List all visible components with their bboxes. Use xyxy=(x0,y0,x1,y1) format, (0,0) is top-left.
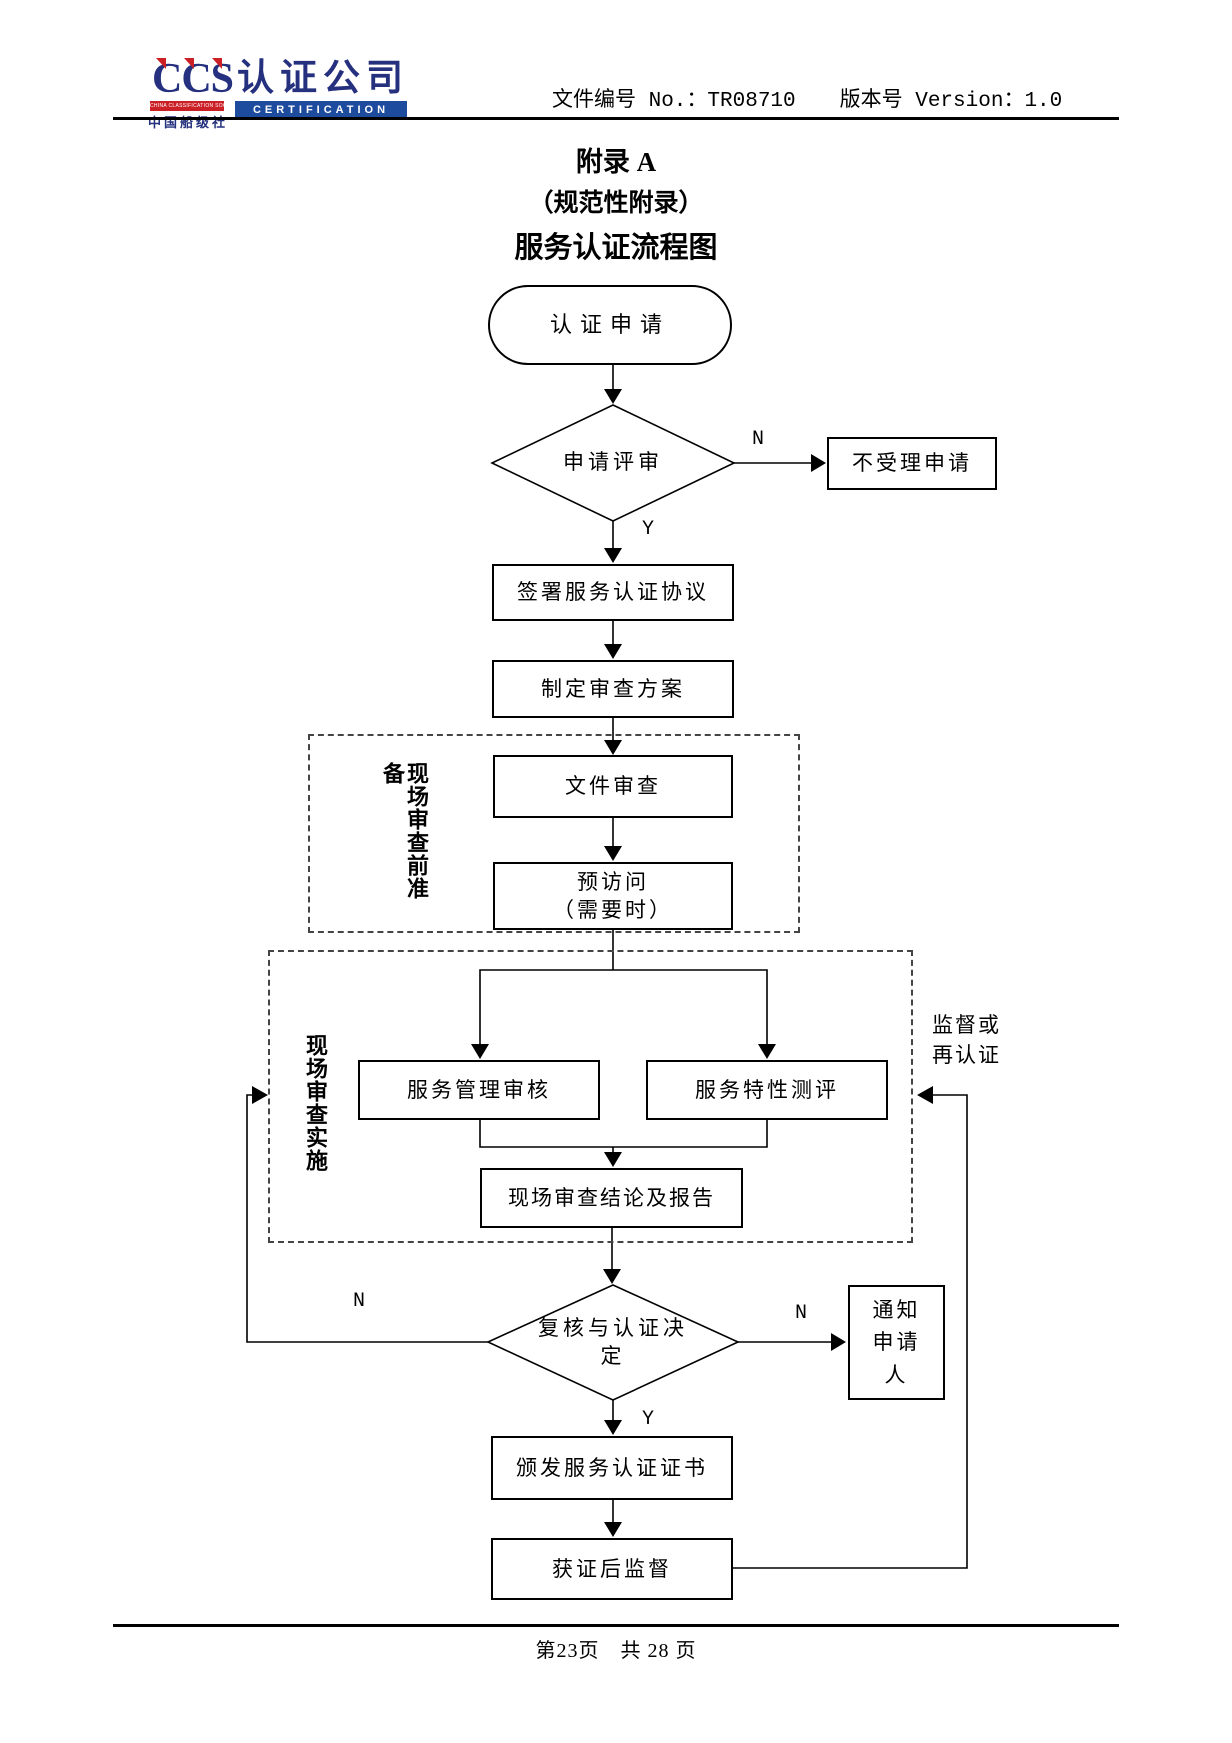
node-sign-agreement: 签署服务认证协议 xyxy=(492,564,734,621)
appendix-title: 附录 A xyxy=(575,147,657,177)
edge-label-n-review: N xyxy=(752,428,765,451)
certification-banner: CERTIFICATION xyxy=(235,101,407,119)
document-info: 文件编号 No.：TR08710 版本号 Version：1.0 xyxy=(552,83,1112,113)
flowchart-title: 服务认证流程图 xyxy=(514,232,718,264)
node-start: 认证申请 xyxy=(488,285,732,365)
supervision-note-line2: 再认证 xyxy=(932,1043,1001,1067)
ccs-logo-red-accent-icon xyxy=(156,58,166,69)
edge-label-n-final: N xyxy=(795,1302,808,1325)
ccs-logo-red-accent-icon xyxy=(212,58,222,69)
edge-label-n-loop: N xyxy=(353,1290,366,1313)
node-decision-final-line2: 定 xyxy=(600,1343,626,1368)
stage-label-onsite: 现场审查实施 xyxy=(303,1034,328,1172)
node-notify-line2: 申请 xyxy=(872,1330,921,1355)
node-notify-line1: 通知 xyxy=(872,1297,921,1322)
stage-frame-preparation xyxy=(308,734,800,933)
node-decision-final: 复核与认证决 定 xyxy=(488,1285,738,1400)
node-decision-review: 申请评审 xyxy=(563,450,663,475)
node-previsit: 预访问 （需要时） xyxy=(493,862,733,930)
node-onsite-conclusion: 现场审查结论及报告 xyxy=(480,1168,743,1228)
society-banner: CHINA CLASSIFICATION SOCIETY xyxy=(150,101,224,111)
doc-version: 版本号 Version：1.0 xyxy=(839,90,1063,113)
header-rule xyxy=(113,117,1119,120)
doc-number: 文件编号 No.：TR08710 xyxy=(552,90,796,113)
node-doc-review: 文件审查 xyxy=(493,755,733,818)
node-issue-certificate: 颁发服务认证证书 xyxy=(491,1436,733,1500)
node-decision-final-line1: 复核与认证决 xyxy=(538,1316,688,1341)
ccs-logo-red-accent-icon xyxy=(184,58,194,69)
edge-label-y-review: Y xyxy=(642,518,655,541)
supervision-note: 监督或 再认证 xyxy=(932,1010,1001,1070)
footer-rule xyxy=(113,1624,1119,1627)
node-service-char-eval: 服务特性测评 xyxy=(646,1060,888,1120)
node-previsit-line2: （需要时） xyxy=(553,898,673,922)
stage-label-preparation: 现场审查前准备 xyxy=(380,762,429,900)
appendix-subtitle: （规范性附录） xyxy=(528,190,704,217)
node-notify-applicant: 通知 申请 人 xyxy=(848,1285,945,1400)
node-notify-line3: 人 xyxy=(884,1362,909,1387)
edge-label-y-final: Y xyxy=(642,1408,655,1431)
node-previsit-line1: 预访问 xyxy=(577,869,649,894)
company-name-cn: 认证公司 xyxy=(237,58,409,99)
node-service-mgmt-audit: 服务管理审核 xyxy=(358,1060,600,1120)
society-name-cn: 中国船级社 xyxy=(148,115,229,130)
page-number: 第23页 共 28 页 xyxy=(535,1640,697,1662)
node-reject: 不受理申请 xyxy=(827,437,997,490)
stage-frame-onsite xyxy=(268,950,913,1243)
node-make-plan: 制定审查方案 xyxy=(492,660,734,718)
node-post-cert-supervision: 获证后监督 xyxy=(491,1538,733,1600)
supervision-note-line1: 监督或 xyxy=(932,1013,1001,1037)
